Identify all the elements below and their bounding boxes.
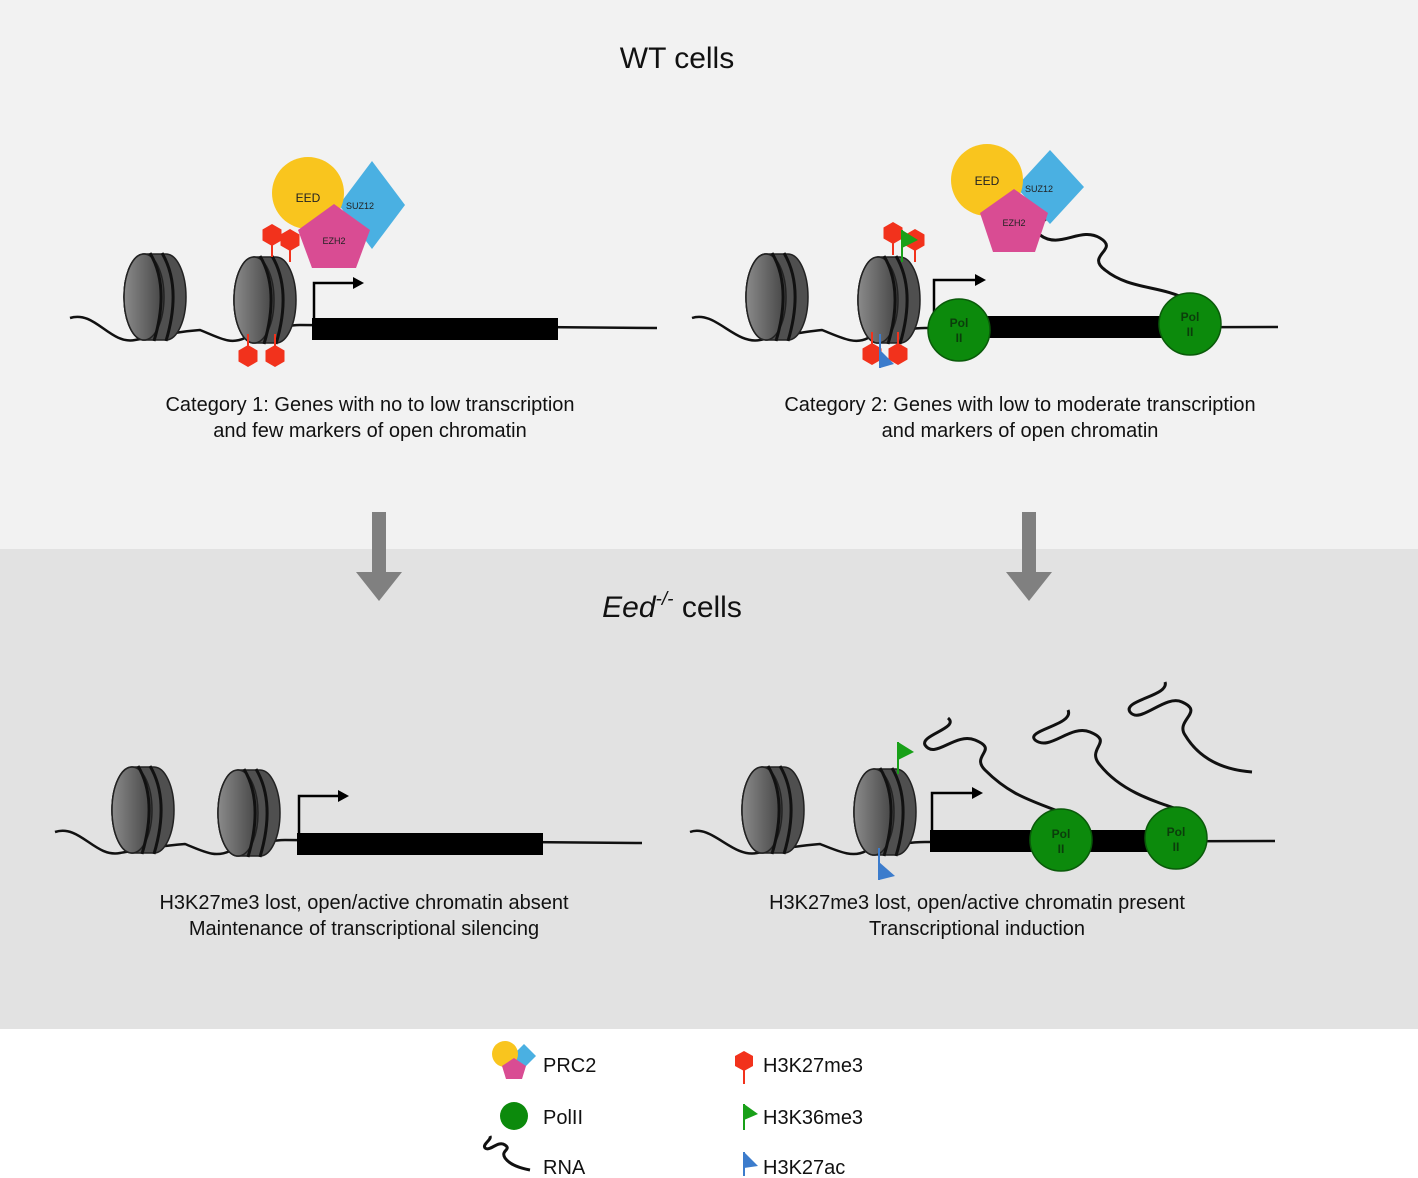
- nucleosome: [856, 254, 922, 346]
- tss-arrow: [297, 794, 340, 833]
- tss-arrow: [930, 791, 974, 830]
- legend-h3k27me3-label: H3K27me3: [763, 1055, 863, 1077]
- legend-h3k27ac-icon: [743, 1152, 758, 1176]
- eed-category1-caption-line1: H3K27me3 lost, open/active chromatin abs…: [159, 892, 569, 914]
- gene-body: [312, 318, 558, 340]
- gene-body: [297, 833, 543, 855]
- eed-category2-caption-line1: H3K27me3 lost, open/active chromatin pre…: [769, 892, 1185, 914]
- eed-category2-gene-model: Pol II Pol II: [689, 681, 1276, 880]
- legend-h3k27ac-label: H3K27ac: [763, 1157, 845, 1178]
- polii-elongating: Pol II: [1144, 806, 1208, 870]
- category1-caption-line2: and few markers of open chromatin: [213, 420, 527, 442]
- transition-arrow-left: [356, 512, 402, 601]
- eed-panel-title: Eed-/- cells: [602, 589, 742, 624]
- svg-text:Pol: Pol: [1181, 310, 1200, 324]
- category2-caption-line1: Category 2: Genes with low to moderate t…: [784, 394, 1255, 416]
- wt-panel-background: [0, 0, 1418, 549]
- legend-polii-label: PolII: [543, 1107, 583, 1129]
- h3k27ac-mark: [879, 334, 894, 368]
- polii-promoter: Pol II: [927, 298, 991, 362]
- nucleosome: [110, 764, 176, 856]
- h3k27ac-mark: [878, 848, 895, 880]
- legend-h3k27me3-icon: [735, 1051, 753, 1084]
- legend-prc2-icon: [492, 1041, 536, 1079]
- wt-category2-gene-model: EED SUZ12 EZH2 Pol II Pol II: [691, 144, 1279, 368]
- suz12-label: SUZ12: [346, 201, 374, 211]
- prc2-complex: EED SUZ12 EZH2: [951, 144, 1084, 252]
- legend-polii-icon: [500, 1102, 528, 1130]
- prc2-complex: EED SUZ12 EZH2: [272, 157, 405, 268]
- svg-text:II: II: [1173, 840, 1180, 854]
- h3k36me3-mark: [901, 230, 918, 262]
- svg-text:Pol: Pol: [1167, 825, 1186, 839]
- legend: PRC2 PolII RNA H3K27me3 H3K36me3 H3K27ac: [482, 1041, 863, 1178]
- ezh2-label: EZH2: [322, 236, 345, 246]
- eed-label: EED: [975, 174, 1000, 188]
- svg-text:II: II: [956, 331, 963, 345]
- nucleosome: [852, 766, 918, 858]
- rna-transcript: [1032, 709, 1181, 812]
- svg-text:Pol: Pol: [950, 316, 969, 330]
- eed-category1-caption-line2: Maintenance of transcriptional silencing: [189, 918, 539, 940]
- polii-elongating: Pol II: [1158, 292, 1222, 356]
- nucleosome: [216, 767, 282, 859]
- nucleosome: [122, 251, 188, 343]
- suz12-label: SUZ12: [1025, 184, 1053, 194]
- nucleosome: [232, 254, 298, 346]
- legend-rna-label: RNA: [543, 1157, 586, 1178]
- category2-caption-line2: and markers of open chromatin: [882, 420, 1159, 442]
- category1-caption-line1: Category 1: Genes with no to low transcr…: [165, 394, 574, 416]
- svg-text:Pol: Pol: [1052, 827, 1071, 841]
- wt-panel-title: WT cells: [620, 42, 734, 75]
- wt-category1-gene-model: EED SUZ12 EZH2: [69, 157, 658, 368]
- legend-h3k36me3-label: H3K36me3: [763, 1107, 863, 1129]
- ezh2-label: EZH2: [1002, 218, 1025, 228]
- legend-rna-icon: [482, 1135, 531, 1172]
- h3k36me3-mark: [897, 742, 914, 774]
- legend-h3k36me3-icon: [743, 1104, 758, 1130]
- gene-body: [980, 316, 1180, 338]
- eed-category2-caption-line2: Transcriptional induction: [869, 918, 1085, 940]
- tss-arrow: [312, 281, 355, 318]
- nucleosome: [740, 764, 806, 856]
- svg-text:II: II: [1058, 842, 1065, 856]
- eed-label: EED: [296, 191, 321, 205]
- transition-arrow-right: [1006, 512, 1052, 601]
- nucleosome: [744, 251, 810, 343]
- rna-transcript: [923, 716, 1061, 814]
- eed-category1-gene-model: [54, 764, 643, 859]
- rna-transcript: [1127, 681, 1253, 774]
- polii-elongating: Pol II: [1029, 808, 1093, 872]
- svg-text:II: II: [1187, 325, 1194, 339]
- legend-prc2-label: PRC2: [543, 1055, 596, 1077]
- tss-arrow: [932, 278, 977, 320]
